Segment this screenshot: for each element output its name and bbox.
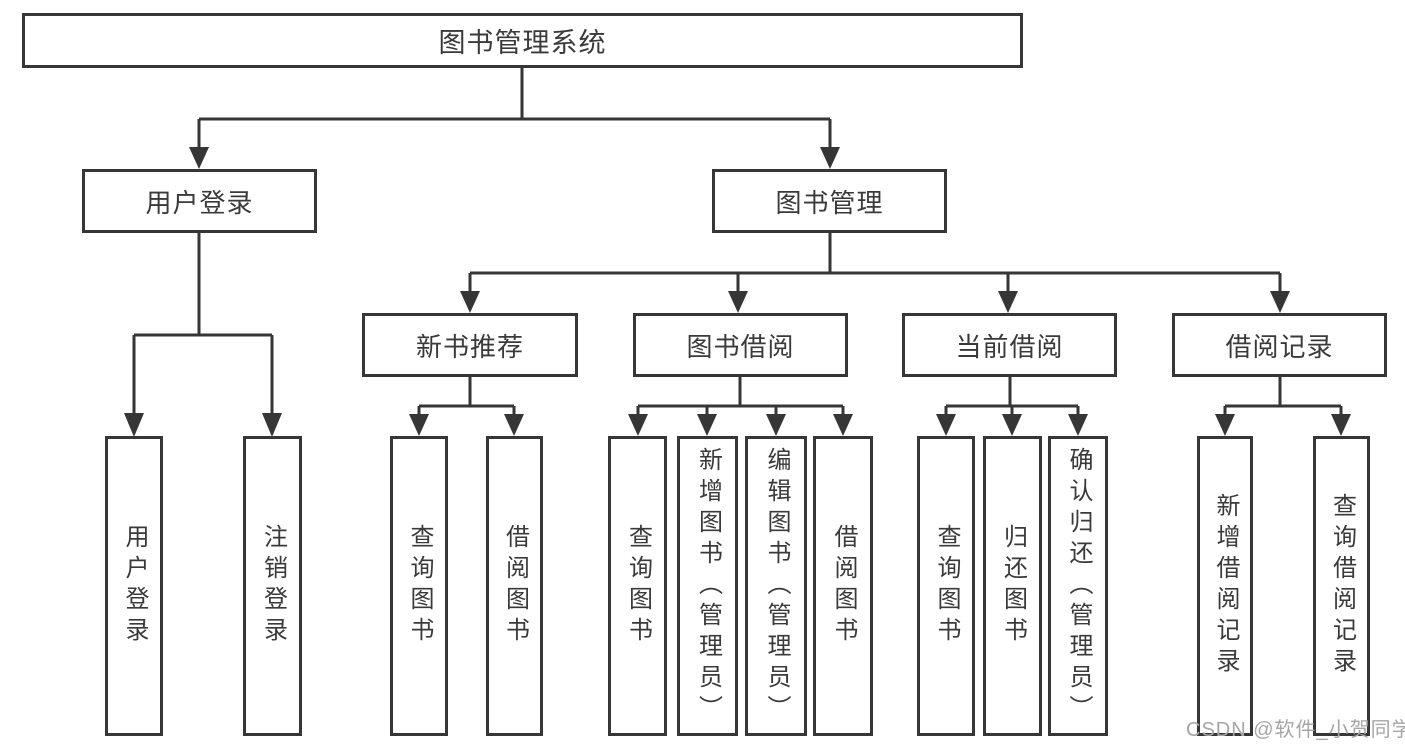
arrowhead xyxy=(820,147,840,169)
leaf-query-books-recommend: 查询图书 xyxy=(390,436,448,736)
arrowhead xyxy=(1270,291,1290,313)
arrowhead xyxy=(1002,414,1022,436)
leaf-confirm-return-admin: 确认归还（管理员） xyxy=(1048,436,1108,736)
node-library-management-system: 图书管理系统 xyxy=(22,13,1023,68)
node-book-borrowing: 图书借阅 xyxy=(633,313,848,377)
node-user-login: 用户登录 xyxy=(82,169,317,233)
arrowhead xyxy=(998,291,1018,313)
leaf-query-borrow-record: 查询借阅记录 xyxy=(1313,436,1370,736)
leaf-query-books-current: 查询图书 xyxy=(917,436,975,736)
leaf-borrow-books-borrowing: 借阅图书 xyxy=(813,436,873,736)
leaf-query-books-borrowing: 查询图书 xyxy=(608,436,667,736)
arrowhead xyxy=(262,413,282,437)
connector-book-borrowing xyxy=(636,377,845,417)
node-book-management: 图书管理 xyxy=(712,169,947,233)
arrowhead xyxy=(409,414,429,436)
arrowhead xyxy=(460,291,480,313)
arrowhead xyxy=(189,147,209,169)
arrowhead xyxy=(504,414,524,436)
connector-book-management xyxy=(468,233,1282,294)
leaf-add-borrow-record: 新增借阅记录 xyxy=(1197,436,1253,736)
connector-borrowing-records xyxy=(1223,377,1343,417)
leaf-borrow-books-recommend: 借阅图书 xyxy=(486,436,543,736)
connector-new-book-recommendation xyxy=(417,377,516,417)
arrowhead xyxy=(1331,414,1351,436)
arrowhead xyxy=(124,413,144,437)
watermark: CSDN @软件_小贺同学 xyxy=(1186,719,1405,741)
arrowhead xyxy=(766,414,786,436)
connector-user-login xyxy=(132,233,274,418)
arrowhead xyxy=(728,291,748,313)
leaf-user-login: 用户登录 xyxy=(105,436,163,736)
node-borrowing-records: 借阅记录 xyxy=(1172,313,1387,377)
arrowhead xyxy=(1068,414,1088,436)
arrowhead xyxy=(628,414,648,436)
arrowhead xyxy=(1215,414,1235,436)
leaf-return-books: 归还图书 xyxy=(983,436,1042,736)
leaf-edit-book-admin: 编辑图书（管理员） xyxy=(745,436,807,736)
connector-root xyxy=(197,68,832,150)
node-current-borrowing: 当前借阅 xyxy=(902,313,1117,377)
node-new-book-recommendation: 新书推荐 xyxy=(362,313,578,377)
leaf-add-book-admin: 新增图书（管理员） xyxy=(677,436,738,736)
arrowhead xyxy=(833,414,853,436)
arrowhead xyxy=(697,414,717,436)
connector-current-borrowing xyxy=(944,377,1080,417)
arrowhead xyxy=(936,414,956,436)
leaf-logout-login: 注销登录 xyxy=(243,436,302,736)
